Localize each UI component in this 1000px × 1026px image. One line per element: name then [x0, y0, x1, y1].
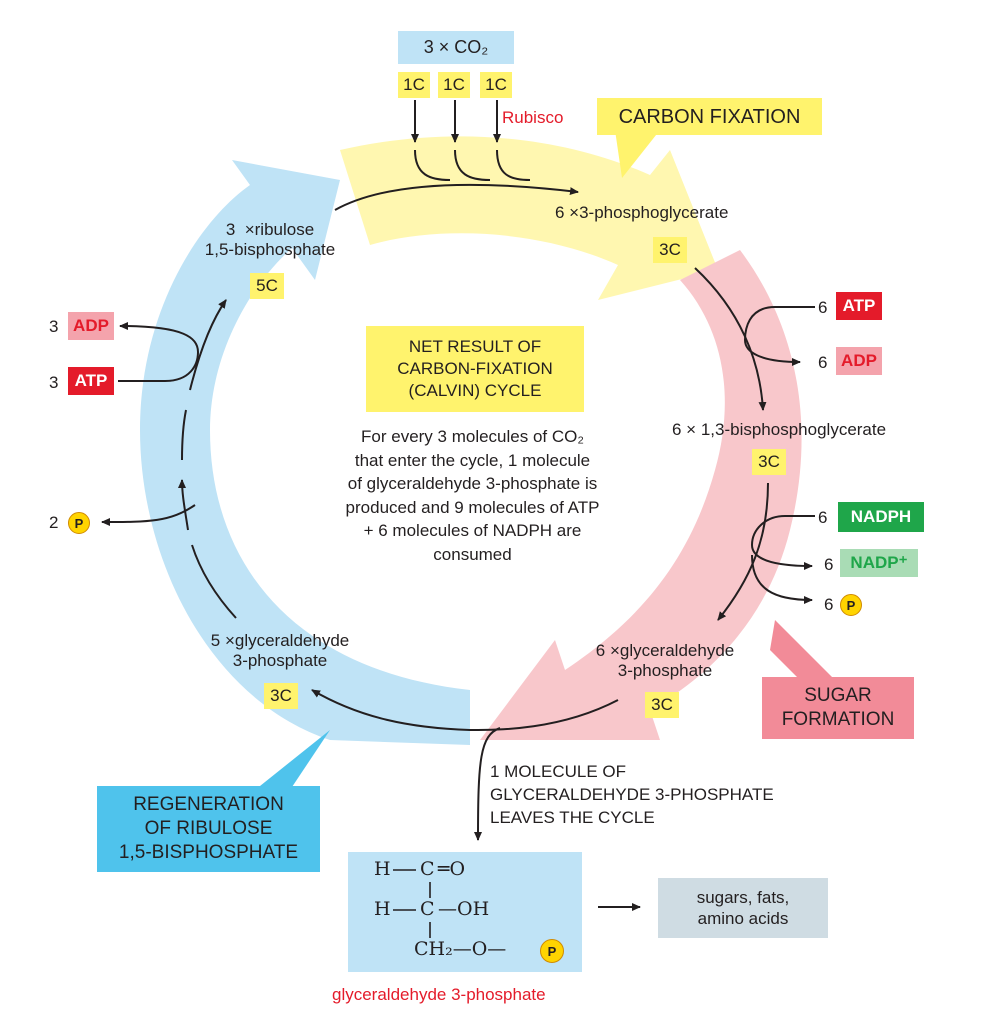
carbon-atom: C [420, 898, 435, 920]
co2-carbon-unit: 1C [480, 72, 512, 98]
adp-badge: ADP [836, 347, 882, 375]
products-box: sugars, fats, amino acids [658, 878, 828, 938]
co2-header: 3 × CO₂ [398, 31, 514, 64]
g3p-six-label: 6 ×glyceraldehyde 3-phosphate [595, 641, 735, 680]
bisphosphoglycerate-label: 6 × 1,3-bisphosphoglycerate [672, 420, 887, 439]
g3p-five-label: 5 ×glyceraldehyde 3-phosphate [210, 631, 350, 670]
carbon-count-badge: 3C [264, 683, 298, 709]
hydrogen-atom: H [374, 858, 391, 880]
ribulose-bisphosphate-label: 3 ×ribulose 1,5-bisphosphate [204, 220, 336, 259]
carbon-count-badge: 5C [250, 273, 284, 299]
atp-badge: ATP [836, 292, 882, 320]
phosphate-icon: P [68, 512, 90, 534]
fixation-arrow [340, 136, 718, 300]
phosphate-count: 6 [824, 595, 834, 614]
regeneration-label: REGENERATION OF RIBULOSE 1,5-BISPHOSPHAT… [97, 786, 320, 872]
g3p-structure-box: H C ═O H C —OH CH₂—O— P [348, 852, 582, 972]
net-result-body: For every 3 molecules of CO₂ that enter … [345, 427, 600, 564]
net-result-title: NET RESULT OF CARBON-FIXATION (CALVIN) C… [366, 326, 584, 412]
adp-count: 3 [49, 317, 59, 336]
carbon-count-badge: 3C [752, 449, 786, 475]
3-phosphoglycerate-label: 6 ×3-phosphoglycerate [555, 203, 729, 222]
phosphate-count: 2 [49, 513, 59, 532]
phosphate-icon: P [540, 939, 564, 963]
bond-lines [393, 869, 431, 938]
hydrogen-atom: H [374, 898, 391, 920]
nadp-badge: NADP⁺ [840, 549, 918, 577]
co2-carbon-unit: 1C [398, 72, 430, 98]
hydroxyl-group: —OH [438, 898, 490, 920]
nadph-badge: NADPH [838, 502, 924, 532]
carbon-atom: C [420, 858, 435, 880]
atp-badge: ATP [68, 367, 114, 395]
adp-count: 6 [818, 353, 828, 372]
nadph-count: 6 [818, 508, 828, 527]
exit-text: 1 MOLECULE OF GLYCERALDEHYDE 3-PHOSPHATE… [490, 762, 774, 827]
nadp-count: 6 [824, 555, 834, 574]
g3p-molecule-name: glyceraldehyde 3-phosphate [332, 985, 546, 1004]
sugar-formation-label: SUGAR FORMATION [762, 677, 914, 739]
co2-carbon-unit: 1C [438, 72, 470, 98]
carbon-fixation-label: CARBON FIXATION [597, 98, 822, 135]
carbon-count-badge: 3C [645, 692, 679, 718]
atp-count: 3 [49, 373, 59, 392]
adp-badge: ADP [68, 312, 114, 340]
carbon-count-badge: 3C [653, 237, 687, 263]
aldehyde-group: ═O [438, 858, 466, 880]
phosphate-icon: P [840, 594, 862, 616]
rubisco-label: Rubisco [502, 108, 564, 127]
atp-count: 6 [818, 298, 828, 317]
phosphate-linkage: CH₂—O— [414, 938, 507, 960]
